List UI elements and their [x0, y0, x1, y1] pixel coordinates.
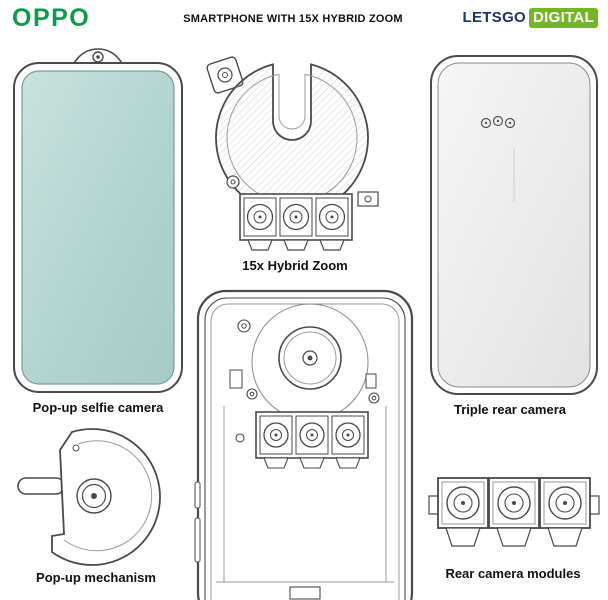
triple-camera-dots: [480, 115, 516, 129]
caption-popup-selfie-camera: Pop-up selfie camera: [32, 400, 164, 415]
phone-internal-frame-sketch: [194, 289, 414, 600]
module-foot: [445, 527, 481, 547]
connector-block: [365, 373, 377, 389]
port-cutout: [289, 586, 321, 600]
volume-button: [194, 517, 201, 563]
module-foot: [496, 527, 532, 547]
side-tab: [357, 191, 379, 207]
page-title: SMARTPHONE WITH 15X HYBRID ZOOM: [183, 13, 403, 25]
module-foot: [547, 527, 583, 547]
popup-swivel-mechanism-sketch: [17, 428, 161, 566]
swivel-crescent: [215, 63, 369, 215]
triple-camera-back-sketch: [430, 55, 598, 395]
camera-module-row: [255, 411, 369, 469]
figure-rear-camera-modules: [428, 468, 600, 560]
rotating-camera-disc: [278, 326, 342, 390]
letsgo-text: LETSGO: [462, 9, 527, 26]
camera-lens-icon: [76, 478, 112, 514]
phone-screen: [21, 70, 175, 385]
camera-module: [539, 477, 591, 529]
camera-module: [437, 477, 489, 529]
camera-module-row: [239, 193, 353, 251]
swivel-arm: [17, 477, 65, 495]
camera-module: [488, 477, 540, 529]
figure-popup-selfie-phone: [10, 44, 186, 396]
rear-camera-modules-sketch: [428, 477, 600, 547]
figure-hybrid-zoom-module: [200, 46, 390, 252]
caption-triple-rear-camera: Triple rear camera: [453, 402, 567, 417]
periscope-zoom-module-sketch: [206, 56, 379, 251]
pivot-pin-icon: [72, 444, 80, 452]
screw-icon: [235, 319, 380, 443]
popup-selfie-phone-sketch: [13, 48, 183, 393]
caption-rear-camera-modules: Rear camera modules: [445, 566, 581, 581]
hinge-tab: [206, 56, 244, 94]
caption-hybrid-zoom: 15x Hybrid Zoom: [242, 258, 348, 273]
connector-block: [229, 369, 243, 389]
phone-backplate: [437, 62, 591, 388]
figure-triple-rear-camera-phone: [428, 52, 600, 398]
figure-popup-mechanism: [16, 428, 176, 566]
screw-icon: [226, 175, 240, 189]
digital-text: DIGITAL: [529, 8, 598, 28]
oppo-logo: OPPO: [12, 4, 91, 32]
caption-popup-mechanism: Pop-up mechanism: [36, 570, 156, 585]
figure-internal-frame: [194, 286, 416, 600]
side-button: [194, 481, 201, 509]
